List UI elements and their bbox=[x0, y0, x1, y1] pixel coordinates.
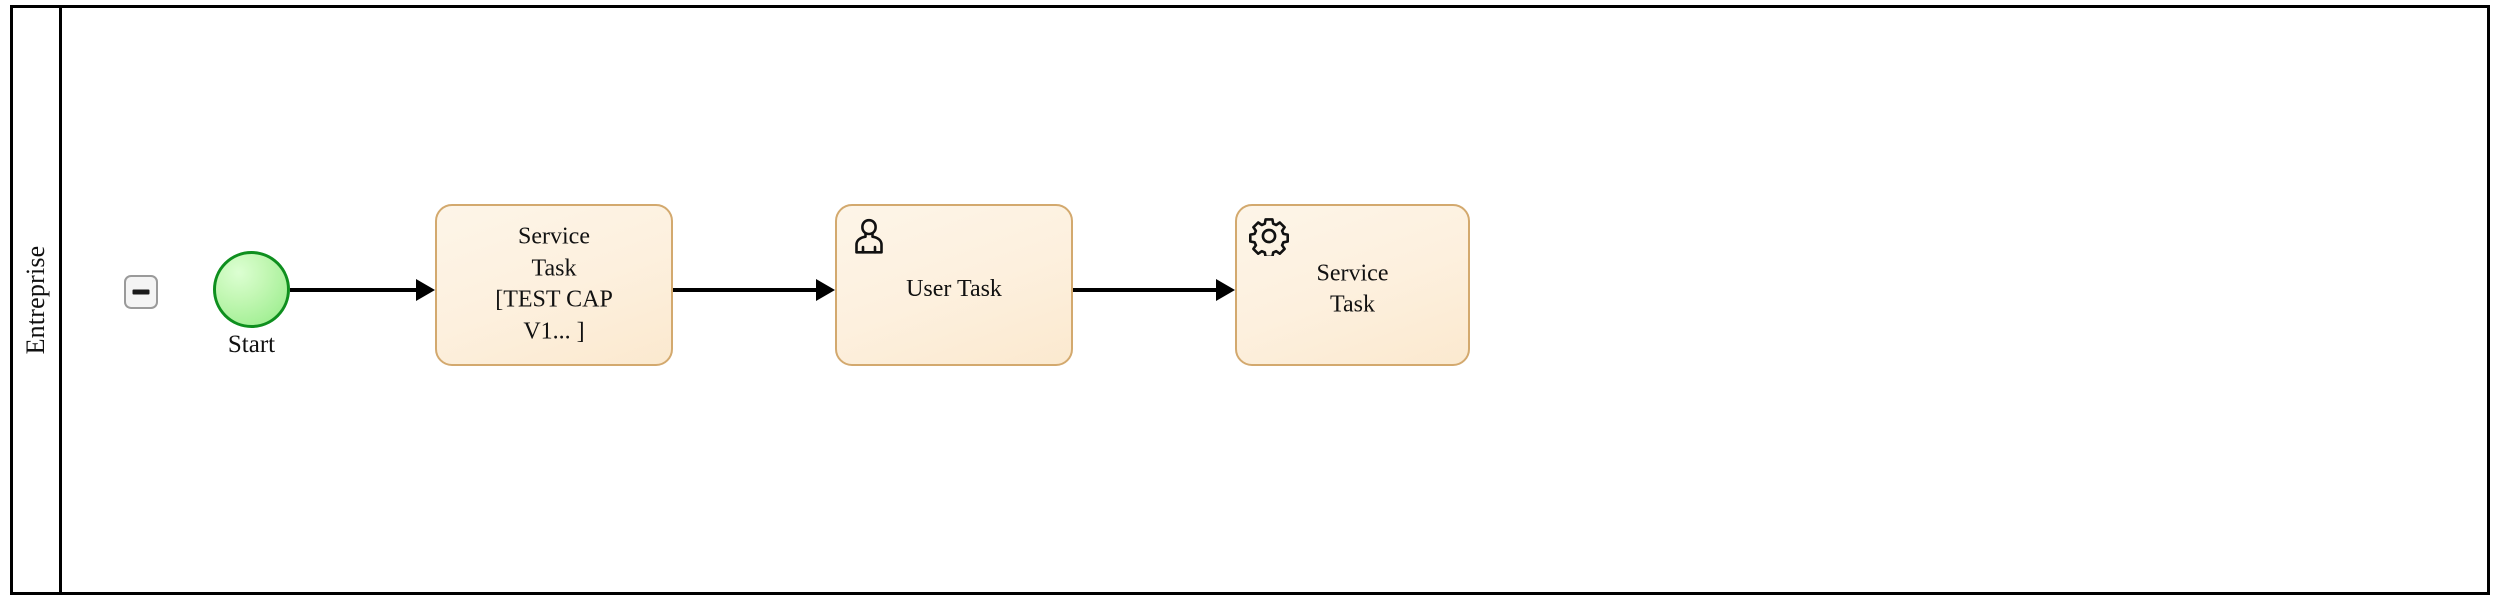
task-user-1[interactable]: User Task bbox=[835, 204, 1073, 366]
arrowhead-icon bbox=[1216, 279, 1235, 301]
flow-line bbox=[1073, 288, 1216, 292]
gear-icon bbox=[1249, 216, 1289, 256]
pool-header: Entreprise bbox=[13, 8, 62, 592]
flow-line bbox=[673, 288, 816, 292]
start-event[interactable]: Start bbox=[213, 251, 290, 358]
minus-icon bbox=[132, 289, 150, 295]
arrowhead-icon bbox=[816, 279, 835, 301]
lane-label-entreprise: Entreprise bbox=[21, 245, 50, 355]
arrowhead-icon bbox=[416, 279, 435, 301]
pool-entreprise[interactable]: Entreprise Start Service Task [TEST CAP … bbox=[10, 5, 2490, 595]
task-service-1-label: Service Task [TEST CAP V1... ] bbox=[495, 223, 613, 345]
task-service-2[interactable]: Service Task bbox=[1235, 204, 1470, 366]
lane-body: Start Service Task [TEST CAP V1... ] bbox=[62, 8, 2487, 592]
sequence-flow-start-to-service-task-1[interactable] bbox=[290, 279, 435, 301]
lane-collapse-button[interactable] bbox=[124, 275, 158, 309]
sequence-flow-user-task-to-service-task-2[interactable] bbox=[1073, 279, 1235, 301]
sequence-flow-service-task-1-to-user-task[interactable] bbox=[673, 279, 835, 301]
user-icon bbox=[849, 216, 889, 256]
task-user-1-label: User Task bbox=[906, 275, 1002, 302]
start-event-label: Start bbox=[227, 331, 276, 358]
task-service-2-label: Service Task bbox=[1316, 260, 1389, 318]
start-event-circle bbox=[213, 251, 290, 328]
flow-line bbox=[290, 288, 416, 292]
task-service-1[interactable]: Service Task [TEST CAP V1... ] bbox=[435, 204, 673, 366]
